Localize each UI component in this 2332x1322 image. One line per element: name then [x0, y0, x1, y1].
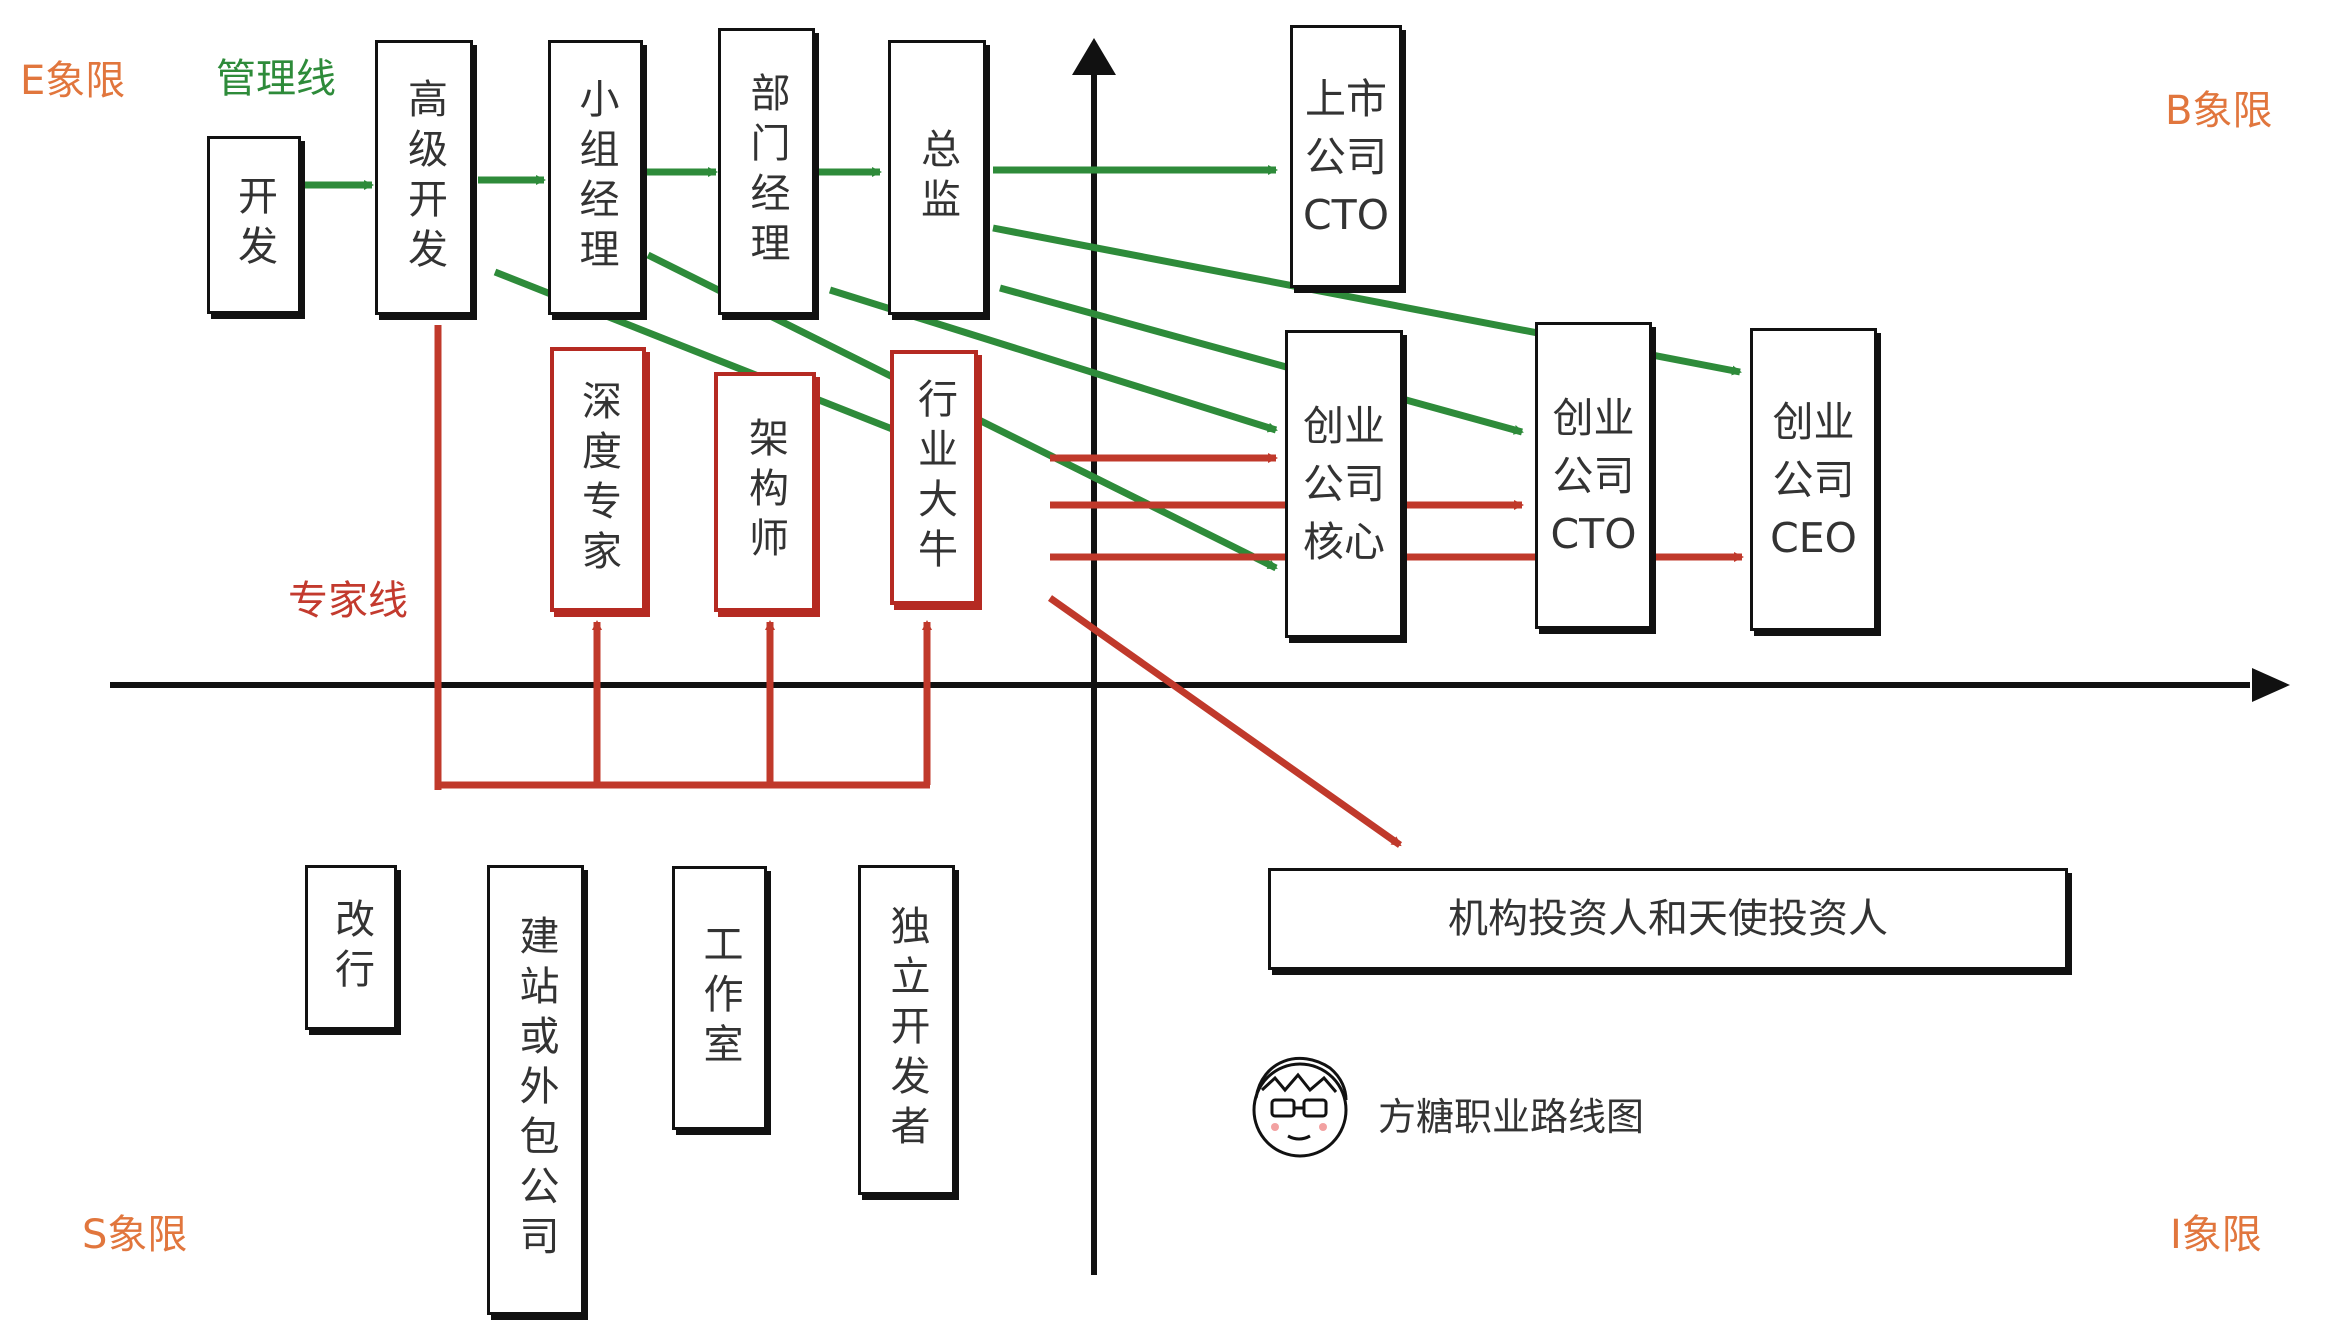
path-website-outsourcing: 建站或外包公司 — [487, 865, 584, 1315]
expert-arrows — [434, 325, 1744, 848]
startup-ceo: 创业 公司 CEO — [1750, 328, 1877, 631]
role-industry-leader: 行业大牛 — [890, 350, 978, 605]
management-arrows — [305, 165, 1742, 572]
arrow-director-to-startup-cto — [999, 284, 1524, 436]
role-senior-developer: 高级开发 — [375, 40, 473, 315]
path-career-change: 改行 — [305, 865, 397, 1030]
listed-company-cto: 上市 公司 CTO — [1290, 25, 1402, 288]
arrow-expert-to-investor — [1047, 595, 1403, 848]
path-studio-label: 工作室 — [696, 923, 743, 1073]
role-department-manager-label: 部门经理 — [743, 71, 790, 272]
role-developer: 开发 — [207, 136, 301, 314]
role-deep-expert-label: 深度专家 — [575, 379, 621, 580]
startup-cto-label: 创业 公司 CTO — [1550, 393, 1637, 558]
startup-core-label: 创业 公司 核心 — [1303, 402, 1385, 566]
role-architect-label: 架构师 — [742, 417, 788, 567]
role-director-label: 总监 — [914, 127, 960, 228]
path-website-outsourcing-label: 建站或外包公司 — [512, 915, 559, 1265]
management-line-label: 管理线 — [216, 56, 336, 102]
y-axis-arrowhead — [1072, 38, 1116, 75]
role-director: 总监 — [888, 40, 986, 315]
startup-ceo-label: 创业 公司 CEO — [1770, 397, 1857, 562]
path-indie-developer: 独立开发者 — [858, 865, 955, 1195]
role-team-manager: 小组经理 — [548, 40, 643, 315]
path-indie-developer-label: 独立开发者 — [883, 905, 930, 1155]
role-deep-expert: 深度专家 — [550, 347, 646, 612]
path-studio: 工作室 — [672, 866, 767, 1130]
expert-line-label: 专家线 — [288, 578, 408, 624]
role-senior-developer-label: 高级开发 — [401, 77, 447, 278]
investor-box: 机构投资人和天使投资人 — [1268, 868, 2068, 970]
quadrant-e-label: E象限 — [20, 58, 126, 104]
x-axis-arrowhead — [2252, 668, 2290, 702]
avatar-face-icon — [1252, 1057, 1348, 1158]
role-industry-leader-label: 行业大牛 — [911, 377, 957, 578]
signature-title: 方糖职业路线图 — [1378, 1095, 1645, 1139]
listed-company-cto-label: 上市 公司 CTO — [1303, 74, 1389, 239]
path-career-change-label: 改行 — [328, 897, 374, 998]
role-architect: 架构师 — [714, 372, 816, 612]
quadrant-s-label: S象限 — [82, 1212, 188, 1258]
quadrant-b-label: B象限 — [2165, 88, 2273, 134]
axes — [110, 38, 2290, 1275]
startup-cto: 创业 公司 CTO — [1535, 322, 1652, 629]
quadrant-i-label: I象限 — [2170, 1212, 2262, 1258]
investor-label: 机构投资人和天使投资人 — [1448, 896, 1888, 942]
role-developer-label: 开发 — [231, 175, 277, 275]
role-team-manager-label: 小组经理 — [572, 77, 619, 278]
startup-core: 创业 公司 核心 — [1285, 330, 1403, 638]
role-department-manager: 部门经理 — [718, 28, 815, 315]
